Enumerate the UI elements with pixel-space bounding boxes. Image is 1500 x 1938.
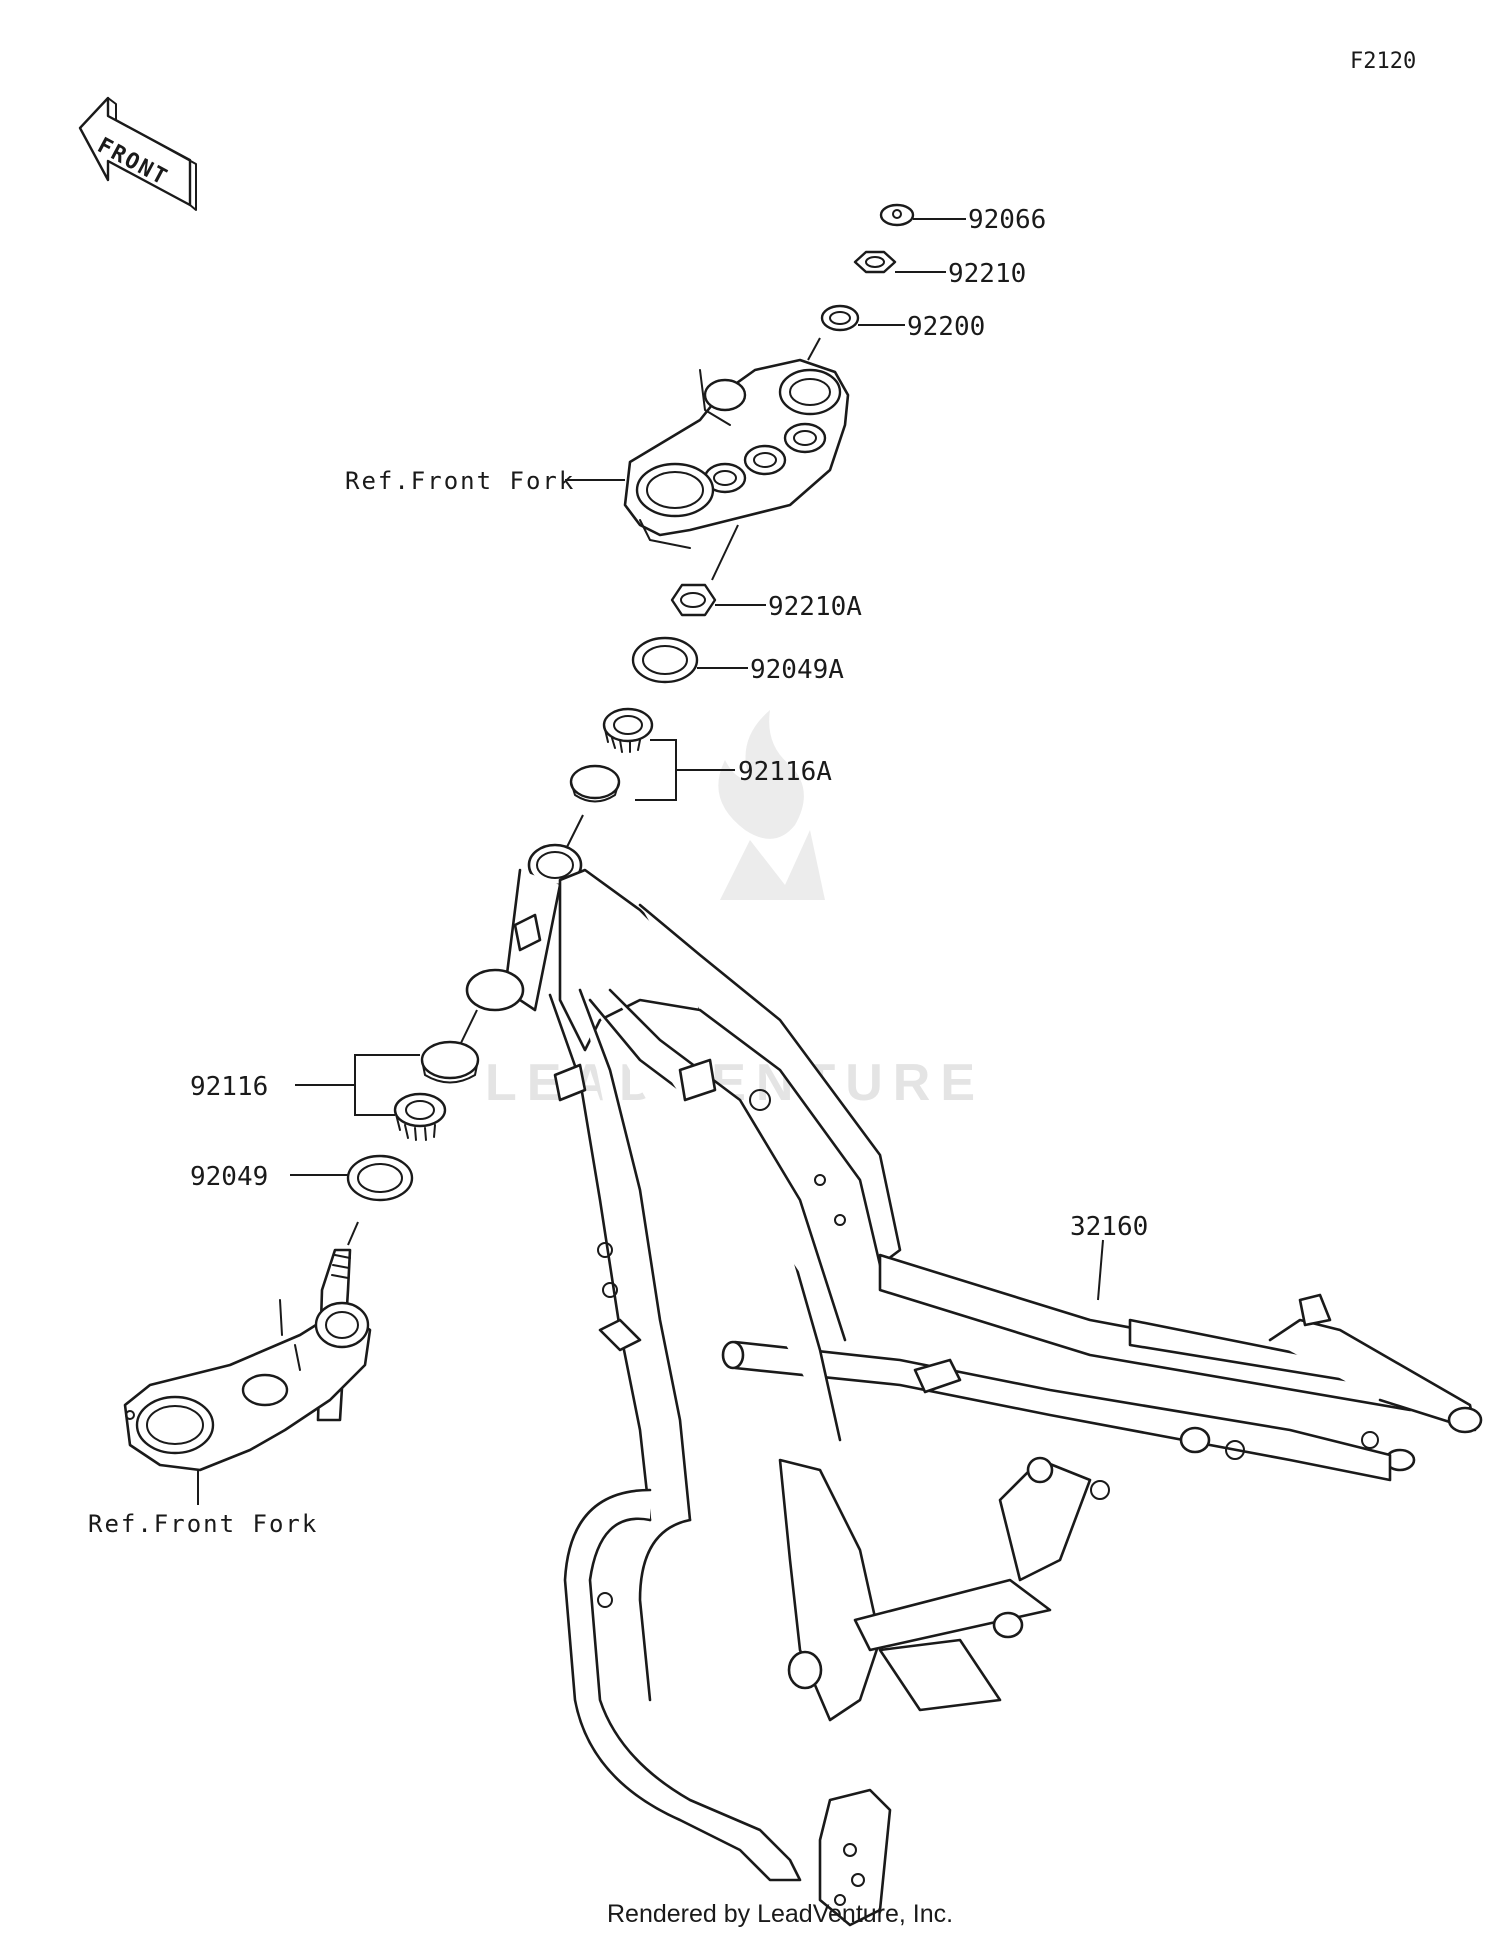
label-92066: 92066 bbox=[968, 205, 1046, 235]
part-92210A-nut-icon bbox=[670, 583, 717, 617]
figure-code: F2120 bbox=[1350, 49, 1416, 74]
part-92210-nut-icon bbox=[853, 250, 897, 274]
part-92049A-seal-icon bbox=[631, 636, 699, 684]
label-92200: 92200 bbox=[907, 312, 985, 342]
label-92049A: 92049A bbox=[750, 655, 844, 685]
label-92210A: 92210A bbox=[768, 592, 862, 622]
front-arrow-icon: FRONT bbox=[78, 96, 197, 211]
label-92049: 92049 bbox=[190, 1162, 268, 1192]
label-92116A: 92116A bbox=[738, 757, 832, 787]
label-ref-front-fork-lower: Ref.Front Fork bbox=[88, 1510, 318, 1538]
label-92116: 92116 bbox=[190, 1072, 268, 1102]
label-92210: 92210 bbox=[948, 259, 1026, 289]
part-92116A-bearing-icon bbox=[569, 707, 654, 803]
part-92200-washer-icon bbox=[820, 304, 860, 332]
main-frame-icon bbox=[465, 843, 1483, 1927]
label-32160: 32160 bbox=[1070, 1212, 1148, 1242]
lower-triple-clamp-icon bbox=[123, 1248, 372, 1472]
upper-triple-clamp-icon bbox=[623, 337, 850, 549]
label-ref-front-fork-upper: Ref.Front Fork bbox=[345, 467, 575, 495]
part-92066-cap-icon bbox=[879, 203, 915, 227]
part-92049-seal-icon bbox=[346, 1154, 414, 1202]
footer-credit: Rendered by LeadVenture, Inc. bbox=[607, 1900, 953, 1928]
part-92116-bearing-icon bbox=[393, 1040, 480, 1141]
